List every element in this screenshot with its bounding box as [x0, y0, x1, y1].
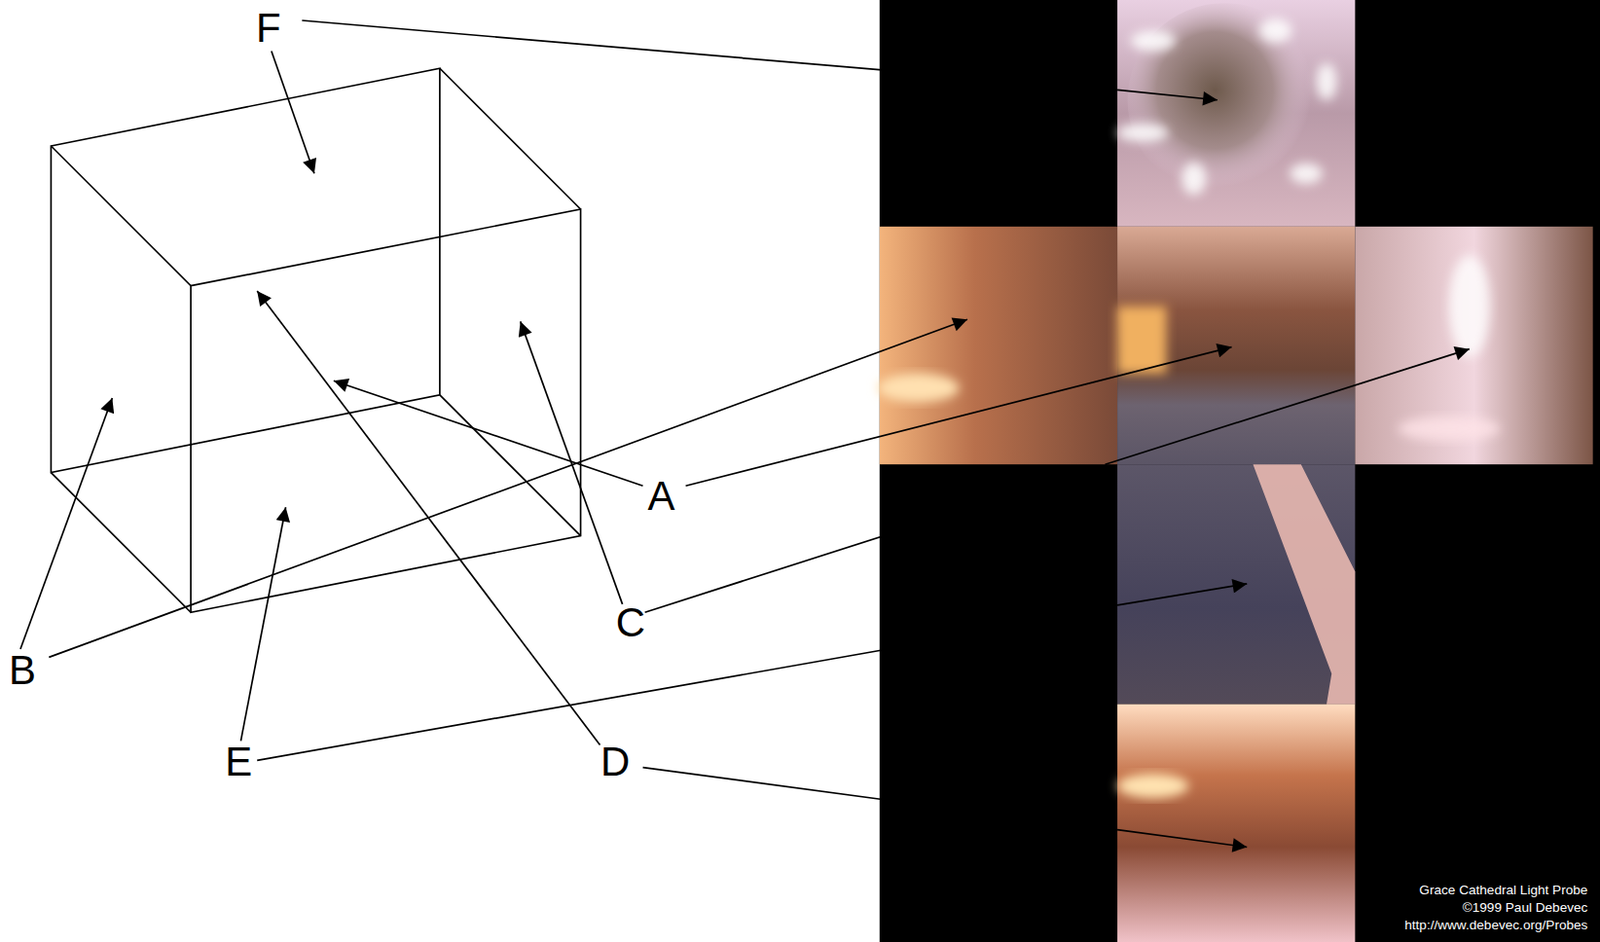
- photo-face: [1117, 464, 1355, 704]
- face-arrows: [20, 50, 644, 745]
- arrow: [1104, 349, 1469, 466]
- wireframe-cube: [50, 68, 581, 613]
- arrow: [271, 50, 315, 174]
- photo-detail: [1127, 2, 1322, 197]
- photo-background: [879, 0, 1600, 942]
- arrow: [1117, 583, 1247, 606]
- leader-line: [256, 649, 888, 761]
- arrow: [686, 347, 1233, 487]
- photo-face: [1117, 226, 1355, 465]
- face-letter: D: [600, 741, 630, 783]
- photo-arrows: [1104, 89, 1469, 847]
- photo-detail: [877, 373, 960, 402]
- cube-edge: [439, 68, 582, 210]
- photo-detail: [1117, 306, 1166, 374]
- face-letter: B: [8, 650, 37, 691]
- cube-edge: [439, 395, 582, 537]
- cube-edge: [50, 472, 191, 614]
- arrow: [1117, 89, 1218, 100]
- face-letter: A: [647, 475, 675, 517]
- watermark: ©1999 Paul Debevec: [1462, 901, 1589, 915]
- arrow: [1117, 830, 1247, 848]
- arrow: [20, 398, 112, 650]
- arrow: [240, 507, 286, 741]
- photo-face: [1117, 704, 1355, 942]
- label-arrows: [48, 319, 1232, 657]
- cube-edge: [50, 145, 191, 287]
- arrow: [333, 380, 644, 486]
- watermark: http://www.debevec.org/Probes: [1404, 918, 1588, 933]
- photo-detail: [1117, 773, 1189, 799]
- leader-line: [643, 767, 889, 801]
- photo-face: [1354, 226, 1593, 465]
- photo-detail: [1117, 18, 1337, 195]
- cube-edge: [190, 209, 582, 613]
- arrow: [520, 321, 623, 605]
- face-letter: C: [616, 602, 646, 644]
- watermark: Grace Cathedral Light Probe: [1418, 884, 1588, 899]
- face-letter: E: [224, 741, 253, 783]
- photo-detail: [1253, 464, 1356, 704]
- cube-edge: [50, 68, 439, 473]
- photo-detail: [1449, 254, 1491, 358]
- cube-map-photo: [877, 0, 1600, 942]
- photo-detail: [1397, 416, 1500, 441]
- leader-line: [301, 20, 888, 71]
- arrow: [256, 290, 600, 746]
- photo-face: [1117, 0, 1355, 227]
- arrow: [48, 319, 968, 657]
- face-letter: F: [255, 7, 282, 49]
- photo-face: [879, 226, 1118, 465]
